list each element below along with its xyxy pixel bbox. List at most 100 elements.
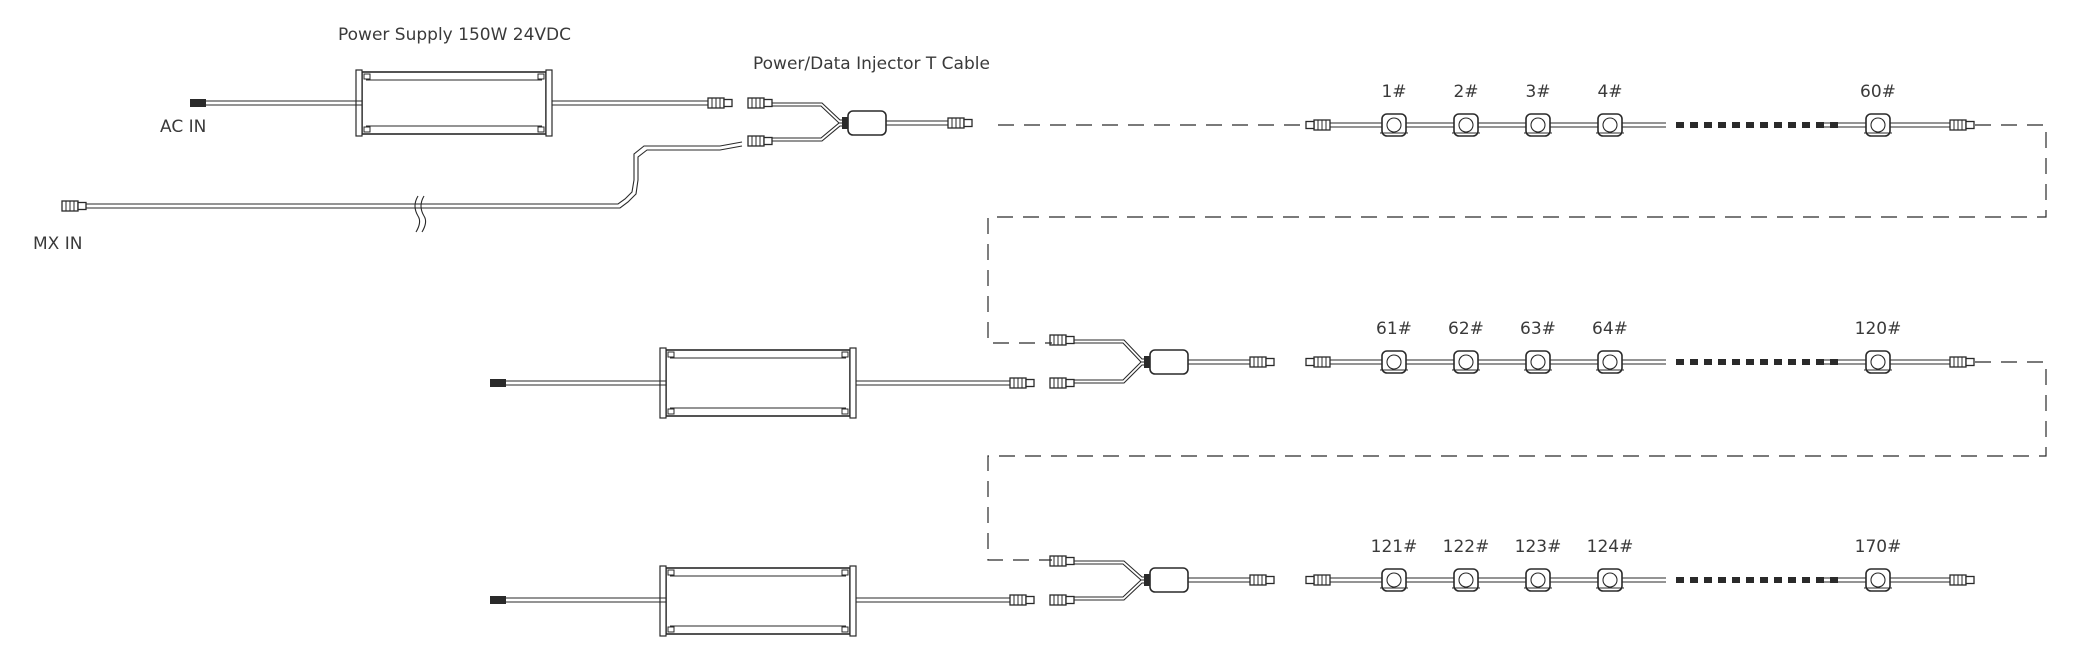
row-input-connector [1305, 119, 1331, 131]
continuation-dot [1788, 122, 1796, 128]
pixel-row-3: 121# 122# 123# 124# 170# [1305, 537, 1975, 592]
continuation-dot [1676, 122, 1684, 128]
injector-label: Power/Data Injector T Cable [753, 54, 990, 74]
continuation-dot [1676, 359, 1684, 365]
ac-input-cable [490, 597, 666, 603]
pixel-node-label: 122# [1443, 537, 1490, 557]
pixel-node [1524, 568, 1552, 592]
injector-output-cable [1188, 577, 1250, 583]
pixel-node [1380, 113, 1408, 137]
pixel-node-label: 123# [1515, 537, 1562, 557]
pixel-row-2: 61# 62# 63# 64# 120# [1305, 319, 1975, 374]
ac-input-cable [190, 100, 362, 106]
injector-input-connector [1049, 334, 1075, 346]
continuation-dot [1718, 359, 1726, 365]
injector-t-cable-3 [1049, 555, 1275, 606]
mx-cable-route [598, 141, 743, 205]
continuation-dot [1830, 577, 1838, 583]
pixel-node [1524, 350, 1552, 374]
pixel-node-label: 63# [1520, 319, 1556, 339]
pixel-node-label: 1# [1381, 82, 1406, 102]
pixel-node [1380, 350, 1408, 374]
pixel-node-label: 120# [1855, 319, 1902, 339]
pixel-node-label: 4# [1597, 82, 1622, 102]
pixel-node-label: 2# [1453, 82, 1478, 102]
static-drawing [61, 69, 2047, 637]
injector-output-cable [1188, 359, 1250, 365]
continuation-dot [1704, 122, 1712, 128]
power-supply-1 [355, 69, 553, 137]
continuation-dot [1746, 122, 1754, 128]
pixel-row-1: 1# 2# 3# 4# 60# [1305, 82, 1975, 137]
continuation-dot [1788, 577, 1796, 583]
continuation-dot [1816, 577, 1824, 583]
splitter-body [1149, 567, 1189, 593]
continuation-dot [1830, 359, 1838, 365]
dc-output-connector [1009, 594, 1035, 606]
pixel-node-label: 124# [1587, 537, 1634, 557]
pixel-node-label: 61# [1376, 319, 1412, 339]
continuation-dot [1704, 577, 1712, 583]
pixel-node-last [1864, 113, 1892, 137]
pixel-node-label: 60# [1860, 82, 1896, 102]
pixel-node-label: 64# [1592, 319, 1628, 339]
injector-input-connector [1049, 377, 1075, 389]
pixel-node [1452, 113, 1480, 137]
splitter-branch [772, 125, 848, 142]
break-mark [414, 195, 421, 233]
continuation-dot [1774, 359, 1782, 365]
dc-output-connector [707, 97, 733, 109]
continuation-dot [1732, 577, 1740, 583]
injector-input-connector [1049, 594, 1075, 606]
mx-in-label: MX IN [33, 234, 82, 254]
continuation-dot [1718, 122, 1726, 128]
continuation-dot [1774, 577, 1782, 583]
dc-output-connector [1009, 377, 1035, 389]
continuation-dot [1732, 359, 1740, 365]
pixel-node-label: 170# [1855, 537, 1902, 557]
continuation-dot [1816, 122, 1824, 128]
continuation-dot [1760, 359, 1768, 365]
dc-output-cable [552, 100, 708, 106]
pixel-node-last [1864, 568, 1892, 592]
injector-t-cable-1 [747, 97, 973, 147]
pixel-node-label: 3# [1525, 82, 1550, 102]
injector-input-connector [747, 135, 773, 147]
pixel-node [1596, 350, 1624, 374]
dc-output-cable [856, 380, 1010, 386]
splitter-body [1149, 349, 1189, 375]
continuation-dot [1718, 577, 1726, 583]
continuation-dot [1690, 577, 1698, 583]
pixel-node [1524, 113, 1552, 137]
pixel-node-label: 62# [1448, 319, 1484, 339]
continuation-dot [1774, 122, 1782, 128]
splitter-branch [1074, 560, 1150, 578]
injector-input-connector [747, 97, 773, 109]
row-output-connector [1949, 356, 1975, 368]
injector-output-connector [947, 117, 973, 129]
power-supply-2 [659, 347, 857, 419]
continuation-dot [1802, 122, 1810, 128]
continuation-dot [1788, 359, 1796, 365]
ac-in-label: AC IN [160, 117, 206, 137]
continuation-dot [1676, 577, 1684, 583]
pixel-node [1380, 568, 1408, 592]
mx-input-cable [86, 203, 598, 209]
injector-output-connector [1249, 356, 1275, 368]
continuation-dot [1802, 359, 1810, 365]
pixel-node-last [1864, 350, 1892, 374]
continuation-dot [1746, 577, 1754, 583]
continuation-dot [1704, 359, 1712, 365]
power-supply-3 [659, 565, 857, 637]
continuation-dot [1760, 577, 1768, 583]
pixel-node [1452, 568, 1480, 592]
continuation-dot [1802, 577, 1810, 583]
splitter-body [847, 110, 887, 136]
injector-t-cable-2 [1049, 334, 1275, 389]
row-input-connector [1305, 356, 1331, 368]
pixel-node [1596, 568, 1624, 592]
pixel-node-label: 121# [1371, 537, 1418, 557]
continuation-dot [1816, 359, 1824, 365]
injector-output-connector [1249, 574, 1275, 586]
